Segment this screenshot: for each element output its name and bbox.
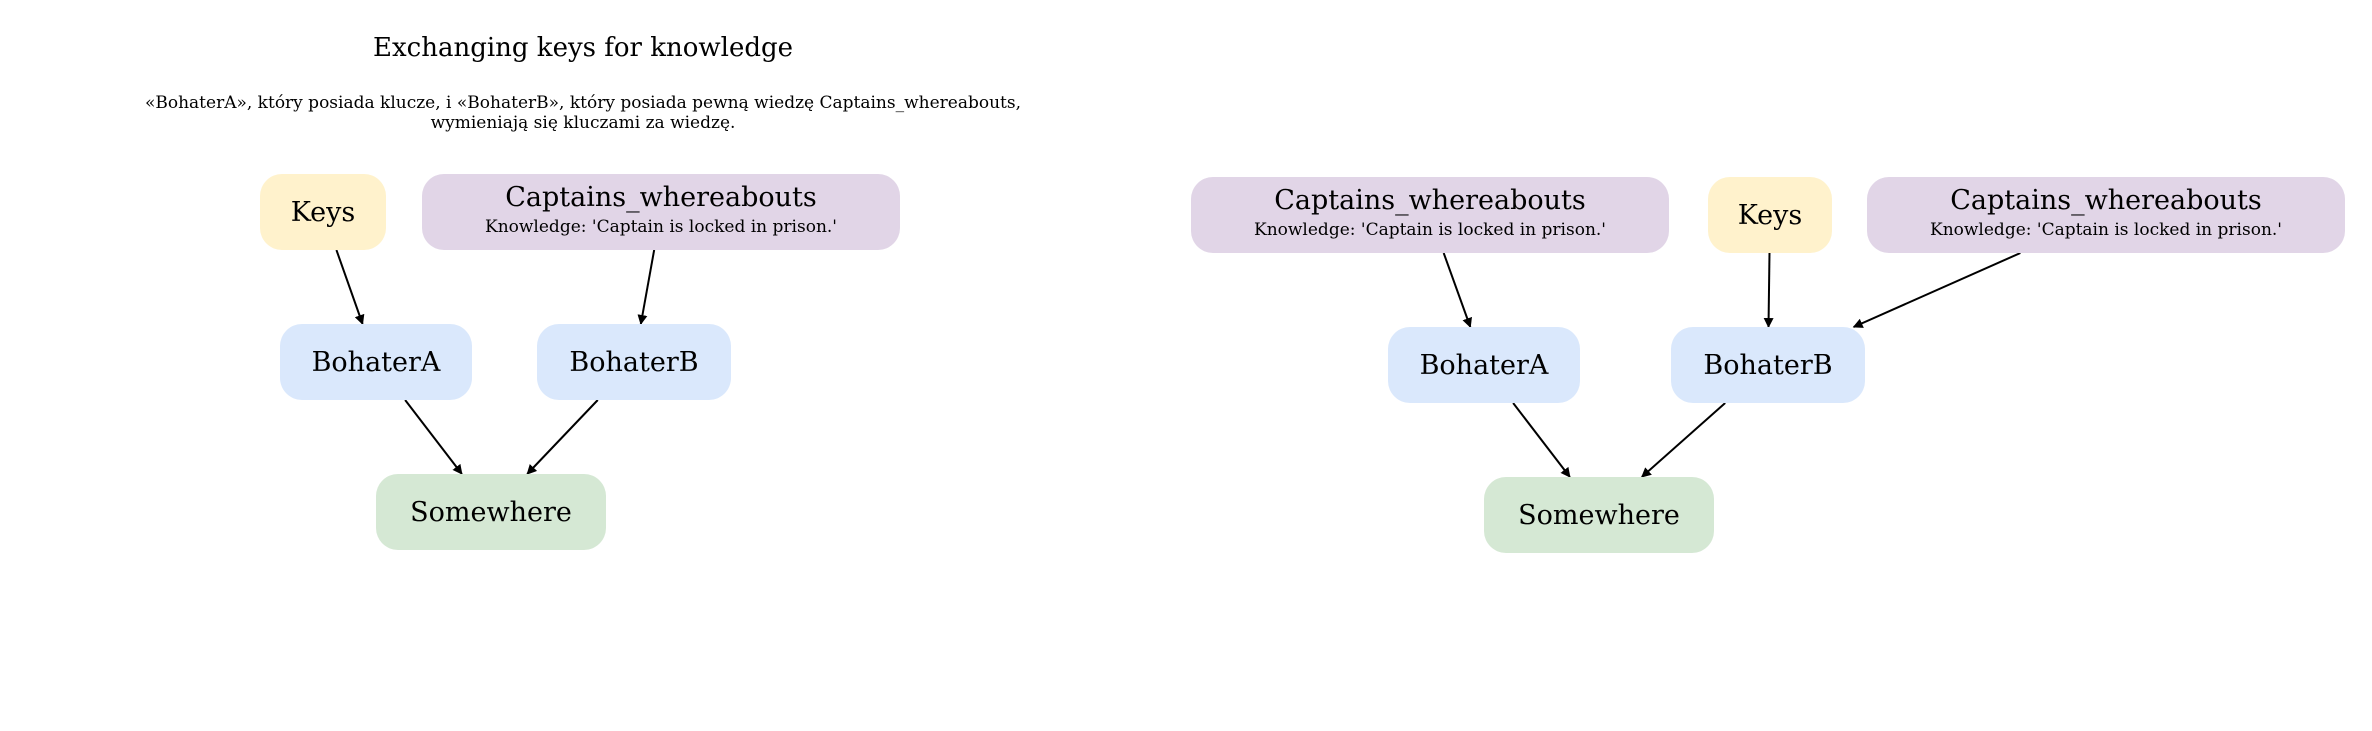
node-box <box>260 174 386 250</box>
node-after-loc: Somewhere <box>1484 477 1714 553</box>
node-label: Keys <box>1738 200 1803 231</box>
node-before-keys: Keys <box>260 174 386 250</box>
node-box <box>1484 477 1714 553</box>
node-after-ba: BohaterA <box>1388 327 1580 403</box>
edge-after-keys-to-bb <box>1763 252 1774 328</box>
diagram-subtitle-line-2: wymieniają się kluczami za wiedzę. <box>431 113 736 133</box>
diagram-subtitle-line-1: «BohaterA», który posiada klucze, i «Boh… <box>145 93 1021 113</box>
node-box <box>537 324 731 400</box>
node-box <box>1388 327 1580 403</box>
node-label: BohaterA <box>312 347 441 378</box>
node-box <box>1671 327 1865 403</box>
edge-before-keys-to-ba <box>335 249 365 325</box>
node-label: Captains_whereabouts <box>1274 185 1585 216</box>
node-before-bb: BohaterB <box>537 324 731 400</box>
node-box <box>376 474 606 550</box>
diagram-title: Exchanging keys for knowledge <box>373 33 793 63</box>
node-label: Captains_whereabouts <box>1950 185 2261 216</box>
edge-before-ba-to-loc <box>404 399 463 475</box>
edge-after-kn1-to-ba <box>1442 252 1472 328</box>
node-before-ba: BohaterA <box>280 324 472 400</box>
node-sublabel: Knowledge: 'Captain is locked in prison.… <box>1930 220 2282 240</box>
node-box <box>422 174 900 250</box>
node-label: BohaterB <box>569 347 698 378</box>
node-box <box>1708 177 1832 253</box>
node-box <box>1191 177 1669 253</box>
node-box <box>1867 177 2345 253</box>
edges-layer <box>335 249 2021 478</box>
node-label: Keys <box>291 197 356 228</box>
node-label: BohaterB <box>1703 350 1832 381</box>
edge-after-kn2-to-bb <box>1852 252 2021 328</box>
edge-after-ba-to-loc <box>1512 402 1571 478</box>
node-label: Captains_whereabouts <box>505 182 816 213</box>
node-label: BohaterA <box>1420 350 1549 381</box>
node-box <box>280 324 472 400</box>
edge-after-bb-to-loc <box>1641 402 1726 478</box>
edge-before-kn-to-bb <box>637 249 656 325</box>
node-sublabel: Knowledge: 'Captain is locked in prison.… <box>485 217 837 237</box>
node-sublabel: Knowledge: 'Captain is locked in prison.… <box>1254 220 1606 240</box>
edge-before-bb-to-loc <box>526 399 599 475</box>
node-after-bb: BohaterB <box>1671 327 1865 403</box>
node-after-keys: Keys <box>1708 177 1832 253</box>
node-label: Somewhere <box>1518 500 1680 531</box>
node-before-loc: Somewhere <box>376 474 606 550</box>
node-label: Somewhere <box>410 497 572 528</box>
